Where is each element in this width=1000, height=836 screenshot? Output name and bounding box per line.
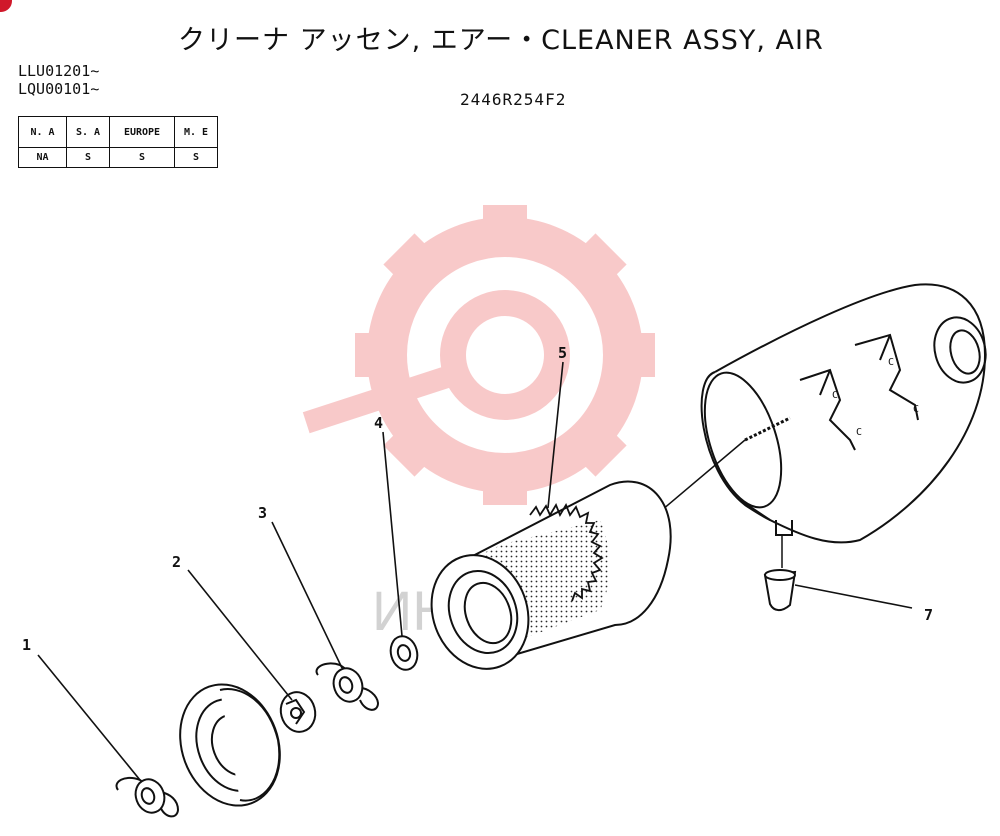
wing-nut-1 — [115, 776, 180, 818]
watermark-gear-teeth — [355, 205, 655, 505]
svg-text:C: C — [856, 427, 862, 438]
leader-line-1 — [37, 654, 141, 781]
spec-value-me: S — [174, 147, 218, 168]
serial-number-range-1: LLU01201∼ — [18, 62, 100, 80]
filter-element — [430, 480, 672, 670]
leader-line-3 — [271, 521, 343, 669]
assembly-axis-line — [661, 439, 746, 511]
watermark-gear-hub — [440, 290, 570, 420]
spec-header-europe: EUROPE — [109, 116, 175, 148]
cleaner-cover — [179, 683, 281, 807]
callout-5: 5 — [558, 344, 567, 362]
svg-text:C: C — [888, 357, 894, 368]
leader-lines — [37, 361, 913, 781]
air-cleaner-housing: C C C C — [700, 283, 987, 544]
callout-1: 1 — [22, 636, 31, 654]
spec-table-value-row: NA S S S — [18, 147, 218, 168]
callout-2: 2 — [172, 553, 181, 571]
leader-line-2 — [187, 569, 293, 701]
callout-4: 4 — [374, 414, 383, 432]
retainer-clip-2 — [279, 691, 317, 733]
watermark-logo — [302, 205, 655, 505]
serial-number-range-2: LQU00101∼ — [18, 80, 100, 98]
svg-text:C: C — [913, 404, 919, 415]
watermark-gear-ring — [367, 217, 643, 493]
leader-line-7 — [794, 584, 913, 609]
svg-text:C: C — [832, 390, 838, 401]
drawing-number: 2446R254F2 — [460, 90, 567, 109]
wing-nut-3 — [315, 662, 380, 711]
watermark-swoosh — [302, 365, 453, 434]
leader-line-4 — [382, 431, 403, 637]
spec-table-header-row: N. A S. A EUROPE M. E — [18, 116, 218, 148]
callout-7: 7 — [924, 606, 933, 624]
market-spec-table: N. A S. A EUROPE M. E NA S S S — [18, 116, 218, 168]
washer — [389, 635, 419, 671]
leader-line-5 — [547, 361, 564, 509]
page-title: クリーナ アッセン, エアー・CLEANER ASSY, AIR — [178, 25, 824, 56]
dust-valve — [763, 535, 797, 612]
callout-3: 3 — [258, 504, 267, 522]
